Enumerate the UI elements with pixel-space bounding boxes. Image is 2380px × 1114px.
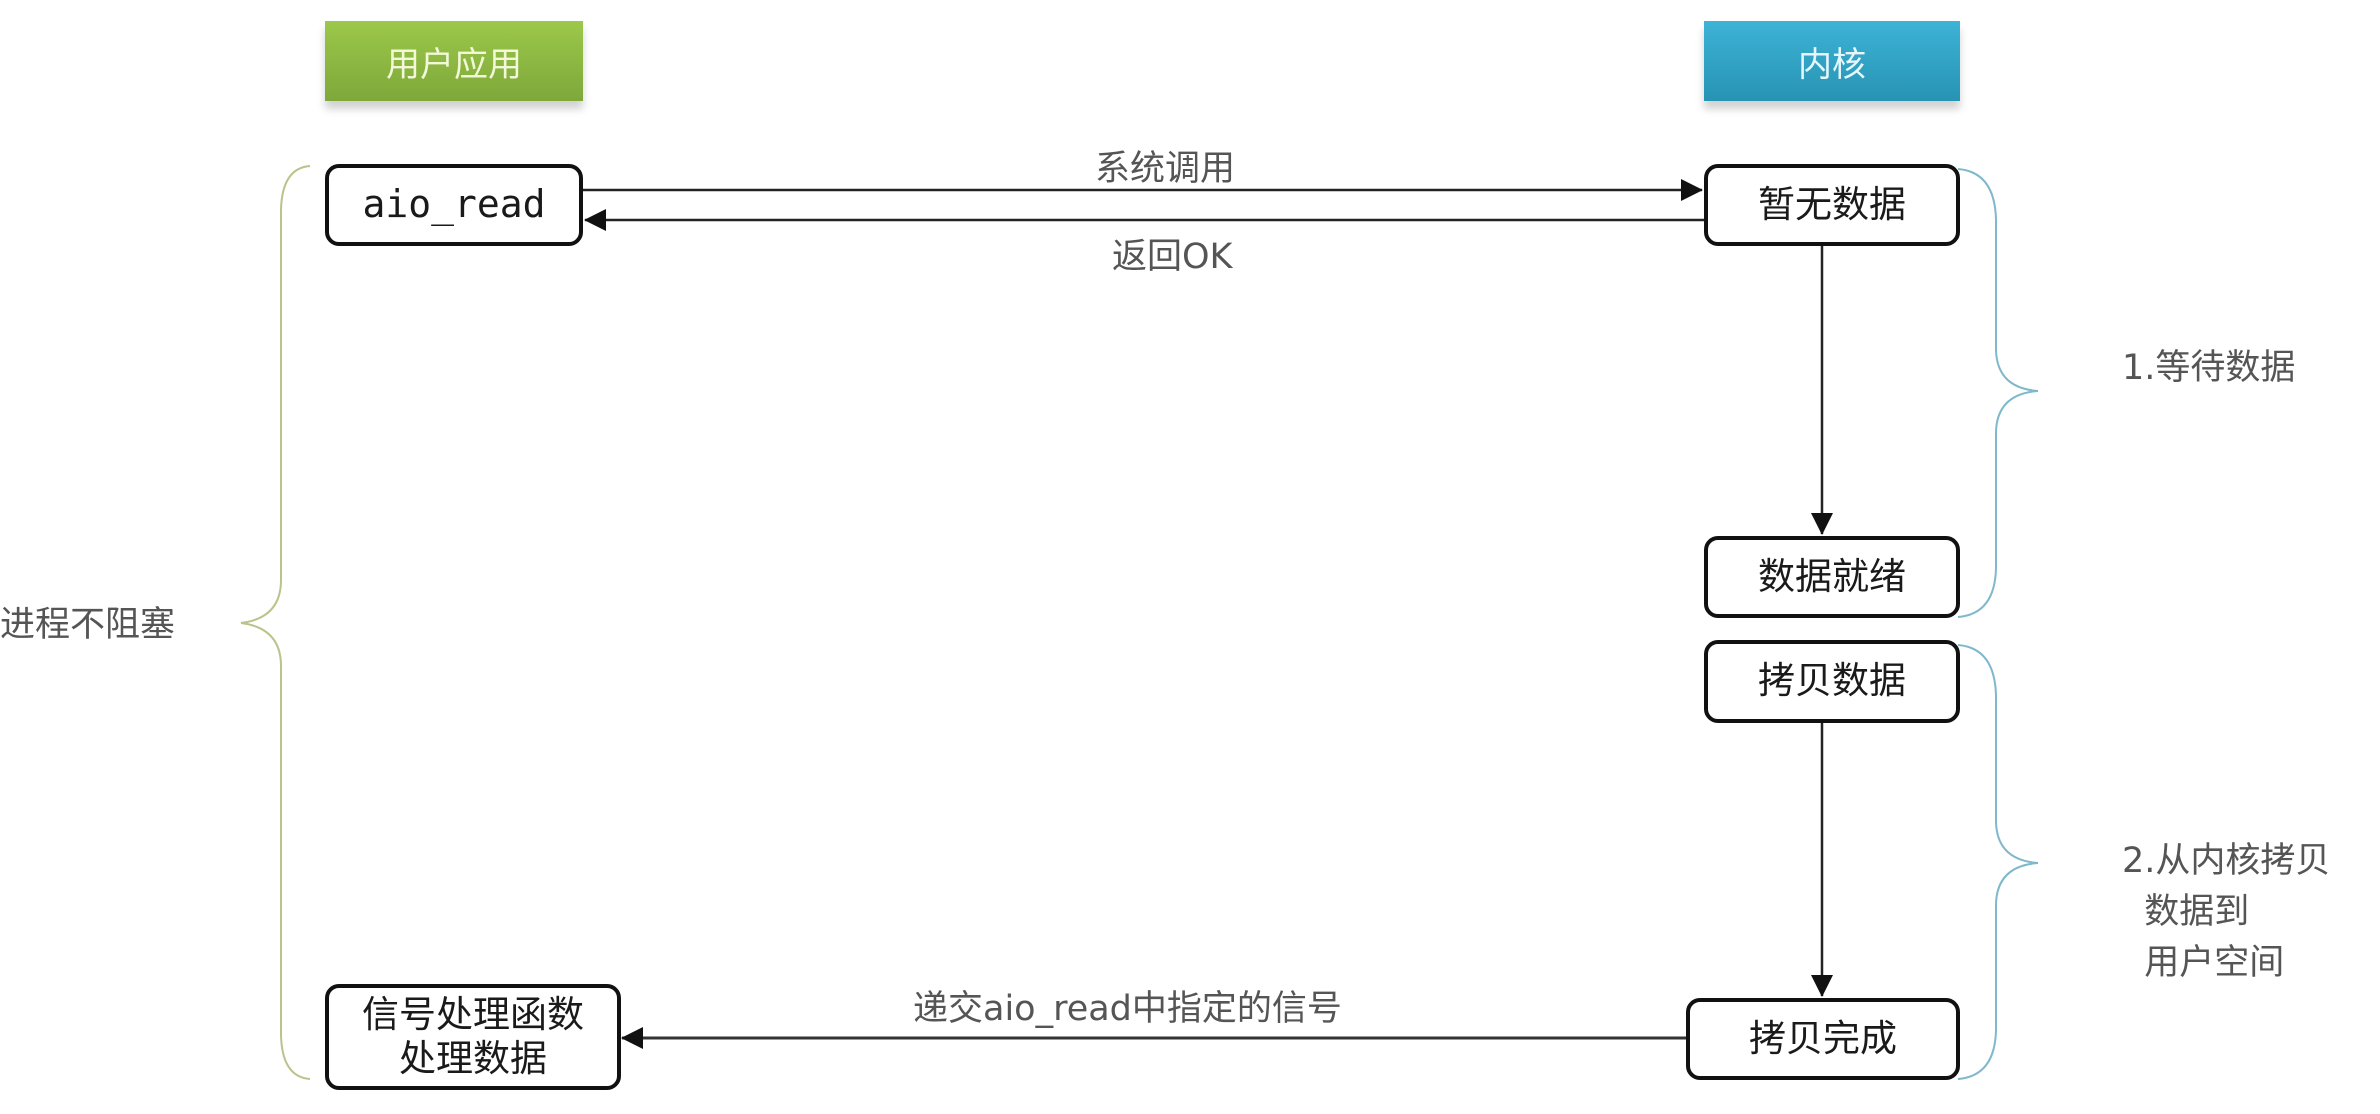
copy-done-node: 拷贝完成 [1686, 998, 1960, 1080]
kernel-lane-label: 内核 [1798, 44, 1866, 85]
aio-read-label: aio_read [362, 182, 546, 227]
copy-data-node: 拷贝数据 [1704, 640, 1960, 723]
kernel-lane-header: 内核 [1704, 21, 1960, 101]
user-app-lane-header: 用户应用 [325, 21, 583, 101]
data-ready-node: 数据就绪 [1704, 536, 1960, 618]
phase2-annotation: 2.从内核拷贝 数据到 用户空间 [2122, 841, 2331, 983]
copy-done-label: 拷贝完成 [1749, 1016, 1897, 1060]
no-data-label: 暂无数据 [1758, 182, 1906, 226]
data-ready-label: 数据就绪 [1758, 554, 1906, 598]
non-blocking-annotation: 进程不阻塞 [0, 605, 176, 645]
signal-handler-node: 信号处理函数 处理数据 [325, 984, 621, 1090]
left-brace-icon [240, 165, 311, 1080]
signal-label: 递交aio_read中指定的信号 [913, 989, 1342, 1029]
syscall-label: 系统调用 [1095, 149, 1236, 189]
process-data-label: 处理数据 [399, 1037, 547, 1080]
phase1-brace-icon [1957, 168, 2039, 618]
phase2-brace-icon [1957, 644, 2039, 1080]
return-ok-label: 返回OK [1112, 237, 1233, 277]
aio-read-node: aio_read [325, 164, 583, 246]
copy-data-label: 拷贝数据 [1758, 659, 1906, 703]
user-app-lane-label: 用户应用 [386, 44, 522, 85]
phase1-annotation: 1.等待数据 [2122, 348, 2296, 388]
signal-handler-label: 信号处理函数 [362, 992, 584, 1036]
no-data-node: 暂无数据 [1704, 164, 1960, 246]
